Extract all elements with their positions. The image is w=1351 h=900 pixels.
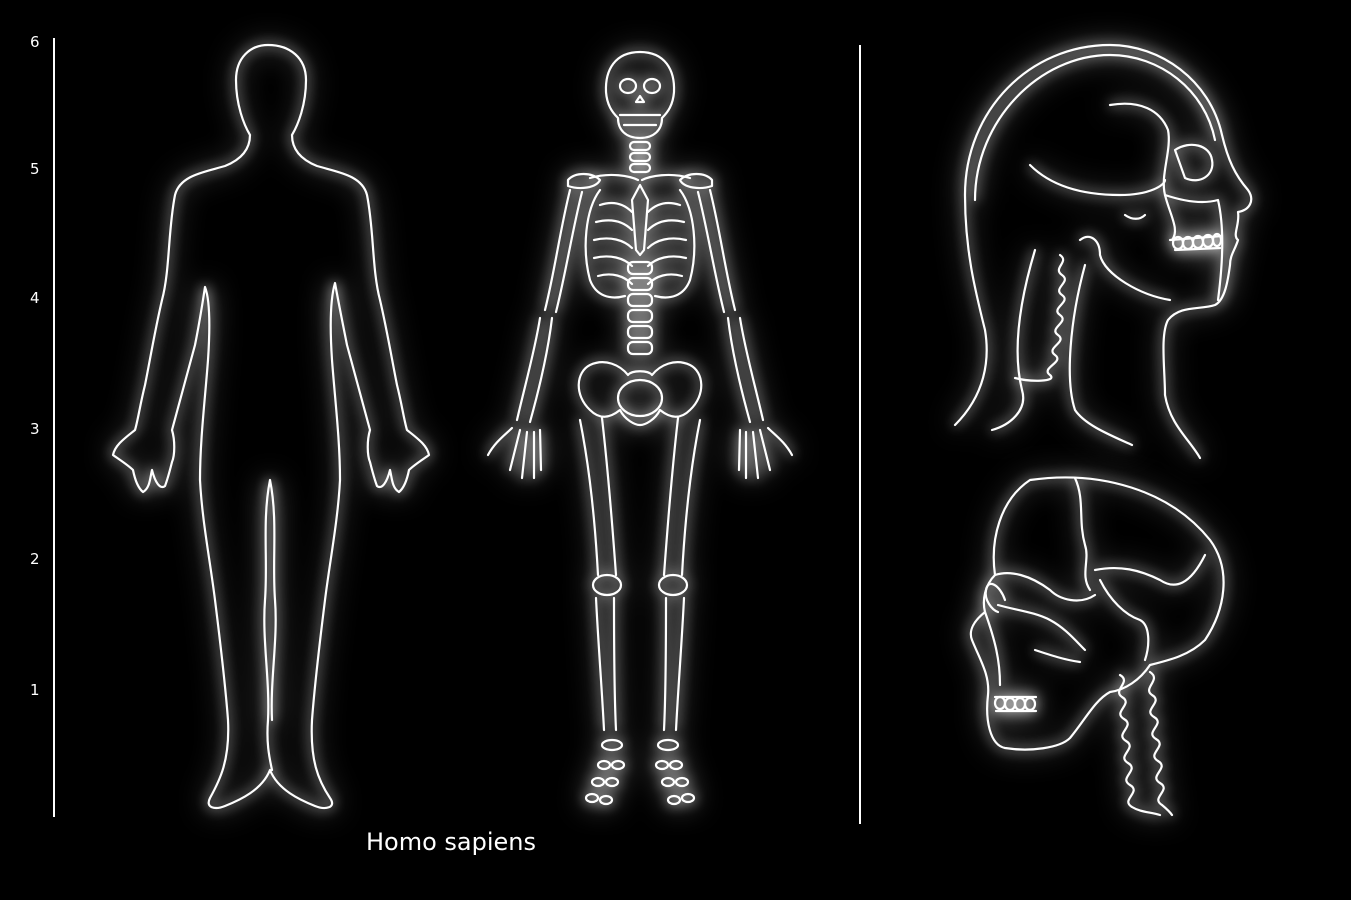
cervical-vertebrae xyxy=(628,140,652,174)
human-skeleton-icon xyxy=(486,50,794,806)
foot-bones xyxy=(584,738,696,806)
tick-label-1: 1 xyxy=(30,681,40,699)
skull-teeth xyxy=(993,695,1037,712)
teeth xyxy=(1171,232,1223,251)
lumbar-vertebrae xyxy=(626,260,654,356)
human-silhouette-icon xyxy=(111,43,431,809)
tick-label-6: 6 xyxy=(30,33,40,51)
tick-label-4: 4 xyxy=(30,289,40,307)
scale-ticks: 1 2 3 4 5 6 xyxy=(30,33,40,699)
tick-label-5: 5 xyxy=(30,160,40,178)
skull-profile-icon xyxy=(969,476,1225,817)
height-scale: 1 2 3 4 5 6 xyxy=(30,33,55,817)
species-caption: Homo sapiens xyxy=(366,828,536,856)
tick-label-3: 3 xyxy=(30,420,40,438)
head-profile-icon xyxy=(953,43,1253,460)
tick-label-2: 2 xyxy=(30,550,40,568)
